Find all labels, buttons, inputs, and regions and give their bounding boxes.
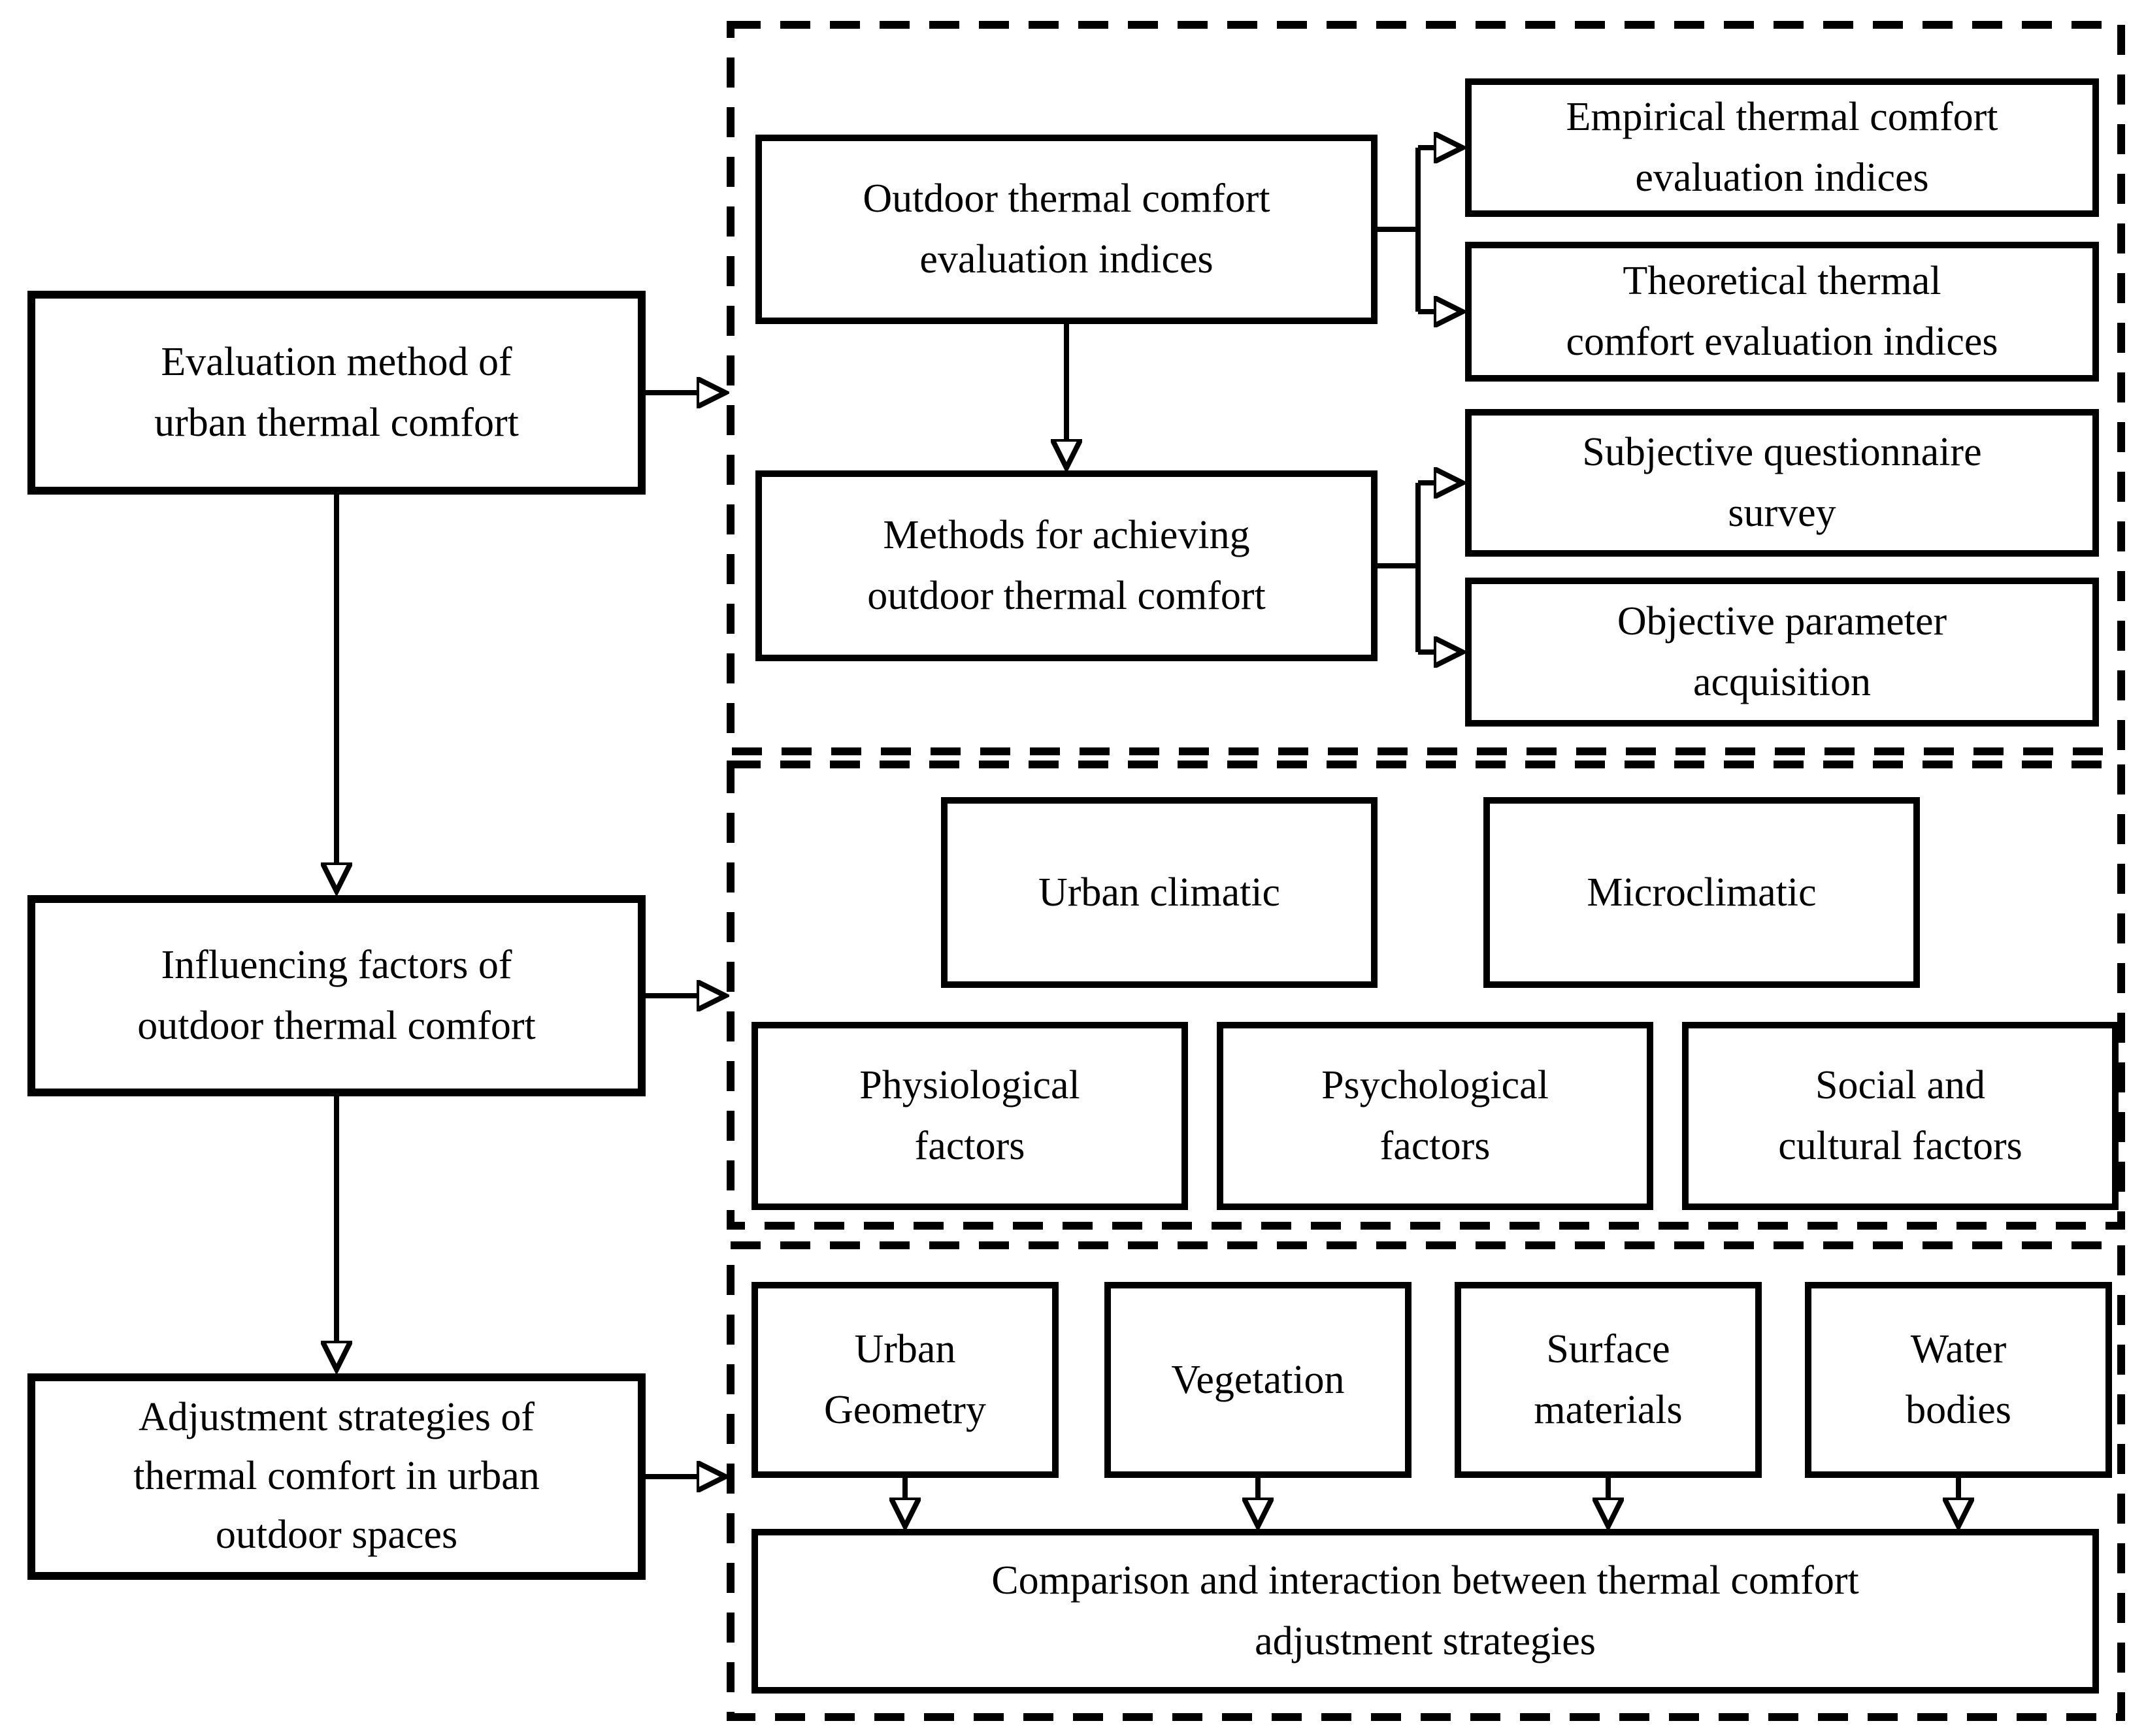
evaluation-method-label: Evaluation method of urban thermal comfo…	[154, 340, 519, 445]
subjective-survey-label: Subjective questionnaire survey	[1582, 430, 1982, 535]
physiological-factors-label: Physiological factors	[859, 1063, 1080, 1168]
factors-section-border	[727, 761, 2125, 1230]
urban-geometry-label: Urban Geometry	[824, 1327, 986, 1432]
box-vegetation: Vegetation	[1104, 1282, 1411, 1478]
strategies-section-border	[727, 1241, 2125, 1721]
water-bodies-label: Water bodies	[1906, 1327, 2011, 1432]
box-physiological-factors: Physiological factors	[751, 1022, 1188, 1210]
box-social-cultural-factors: Social and cultural factors	[1682, 1022, 2119, 1210]
box-objective-acquisition: Objective parameter acquisition	[1465, 578, 2099, 727]
box-psychological-factors: Psychological factors	[1217, 1022, 1653, 1210]
theoretical-indices-label: Theoretical thermal comfort evaluation i…	[1566, 259, 1998, 364]
achieving-methods-label: Methods for achieving outdoor thermal co…	[867, 513, 1266, 618]
comparison-interaction-label: Comparison and interaction between therm…	[991, 1558, 1859, 1663]
box-achieving-methods: Methods for achieving outdoor thermal co…	[755, 470, 1378, 661]
outdoor-indices-label: Outdoor thermal comfort evaluation indic…	[863, 176, 1270, 282]
surface-materials-label: Surface materials	[1534, 1327, 1683, 1432]
box-water-bodies: Water bodies	[1805, 1282, 2112, 1478]
connector-outdoor-indices-branches	[1376, 148, 1421, 312]
urban-climatic-label: Urban climatic	[1038, 870, 1281, 915]
influencing-factors-label: Influencing factors of outdoor thermal c…	[137, 943, 536, 1048]
box-influencing-factors: Influencing factors of outdoor thermal c…	[27, 895, 646, 1096]
objective-acquisition-label: Objective parameter acquisition	[1617, 599, 1947, 704]
social-cultural-factors-label: Social and cultural factors	[1778, 1063, 2022, 1168]
box-subjective-survey: Subjective questionnaire survey	[1465, 409, 2099, 557]
box-outdoor-indices: Outdoor thermal comfort evaluation indic…	[755, 135, 1378, 324]
box-evaluation-method: Evaluation method of urban thermal comfo…	[27, 291, 646, 495]
box-urban-climatic: Urban climatic	[941, 797, 1378, 988]
psychological-factors-label: Psychological factors	[1321, 1063, 1549, 1168]
box-comparison-interaction: Comparison and interaction between therm…	[751, 1529, 2099, 1694]
box-empirical-indices: Empirical thermal comfort evaluation ind…	[1465, 78, 2099, 217]
box-theoretical-indices: Theoretical thermal comfort evaluation i…	[1465, 242, 2099, 382]
box-urban-geometry: Urban Geometry	[751, 1282, 1059, 1478]
evaluation-section-border	[727, 21, 2125, 755]
box-microclimatic: Microclimatic	[1483, 797, 1920, 988]
adjustment-strategies-label: Adjustment strategies of thermal comfort…	[133, 1395, 540, 1557]
box-surface-materials: Surface materials	[1455, 1282, 1762, 1478]
microclimatic-label: Microclimatic	[1587, 870, 1817, 915]
empirical-indices-label: Empirical thermal comfort evaluation ind…	[1566, 95, 1998, 200]
vegetation-label: Vegetation	[1171, 1357, 1345, 1402]
box-adjustment-strategies: Adjustment strategies of thermal comfort…	[27, 1373, 646, 1580]
connector-methods-branches	[1376, 483, 1421, 652]
